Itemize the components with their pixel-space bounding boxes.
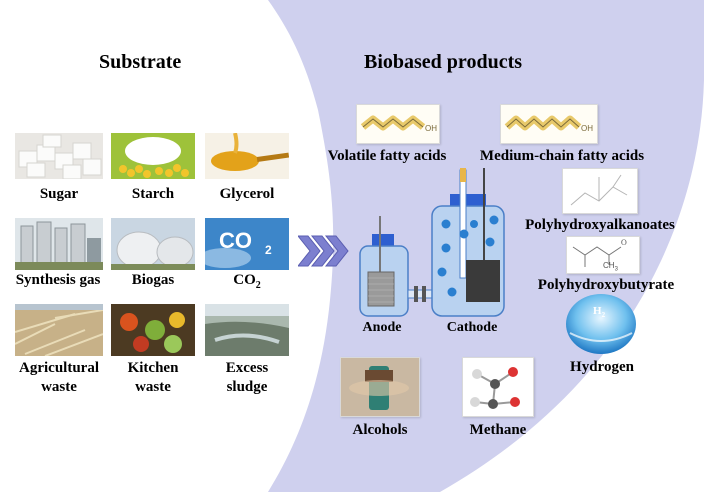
svg-text:CO: CO xyxy=(219,228,252,253)
corn-starch-photo xyxy=(111,133,195,179)
product-label-mcfa: Medium-chain fatty acids xyxy=(479,148,645,164)
substrate-label-sugar: Sugar xyxy=(39,186,79,202)
products-title: Biobased products xyxy=(364,51,523,73)
substrate-label-synthesis-gas: Synthesis gas xyxy=(15,272,101,288)
chevron-arrow-icon xyxy=(298,235,349,267)
straw-field-photo xyxy=(15,304,103,356)
membrane-connector xyxy=(407,289,433,299)
product-label-vfa: Volatile fatty acids xyxy=(327,148,447,164)
hydrogen-symbol: H2 xyxy=(593,305,606,320)
polyhydroxybutyrate-structure: O CH3 xyxy=(566,236,640,274)
polyhydroxyalkanoates-structure xyxy=(562,168,638,214)
anode-cap xyxy=(372,234,394,248)
anode-electrode xyxy=(367,271,395,307)
volatile-fatty-acids-molecule: OH xyxy=(356,104,440,144)
cathode-cap xyxy=(450,194,486,208)
substrate-title: Substrate xyxy=(99,51,182,73)
sludge-pond-photo xyxy=(205,304,289,356)
product-label-phb: Polyhydroxybutyrate xyxy=(537,277,675,293)
food-scraps-photo xyxy=(111,304,195,356)
methane-ball-model xyxy=(462,357,534,417)
svg-text:2: 2 xyxy=(265,243,272,257)
bioelectrochemical-reactor xyxy=(359,168,505,317)
svg-text:OH: OH xyxy=(425,124,437,133)
alcohols-photo xyxy=(340,357,420,417)
medium-chain-fatty-acids-molecule: OH xyxy=(500,104,598,144)
substrate-label-biogas: Biogas xyxy=(131,272,175,288)
hydrogen-sphere-photo: H2 xyxy=(564,293,638,355)
cathode-electrode xyxy=(466,260,500,302)
svg-text:OH: OH xyxy=(581,124,593,133)
product-label-alcohols: Alcohols xyxy=(352,422,408,438)
sugar-cubes-photo xyxy=(15,133,103,179)
product-label-pha: Polyhydroxyalkanoates xyxy=(525,217,675,233)
substrate-label-co2: CO2 xyxy=(233,272,261,291)
cathode-tube xyxy=(459,169,467,279)
substrate-label-glycerol: Glycerol xyxy=(219,186,275,202)
product-label-hydrogen: Hydrogen xyxy=(570,359,634,375)
anode-label: Anode xyxy=(362,320,402,335)
substrate-label-starch: Starch xyxy=(131,186,175,202)
phb-oxygen-label: O xyxy=(621,238,627,247)
co2-cloud-photo: CO 2 xyxy=(205,218,289,270)
product-label-methane: Methane xyxy=(469,422,527,438)
phb-methyl-label: CH3 xyxy=(603,261,618,273)
cathode-label: Cathode xyxy=(446,320,498,335)
gas-plant-photo xyxy=(15,218,103,270)
biogas-tanks-photo xyxy=(111,218,195,270)
glycerol-spoon-photo xyxy=(205,133,289,179)
